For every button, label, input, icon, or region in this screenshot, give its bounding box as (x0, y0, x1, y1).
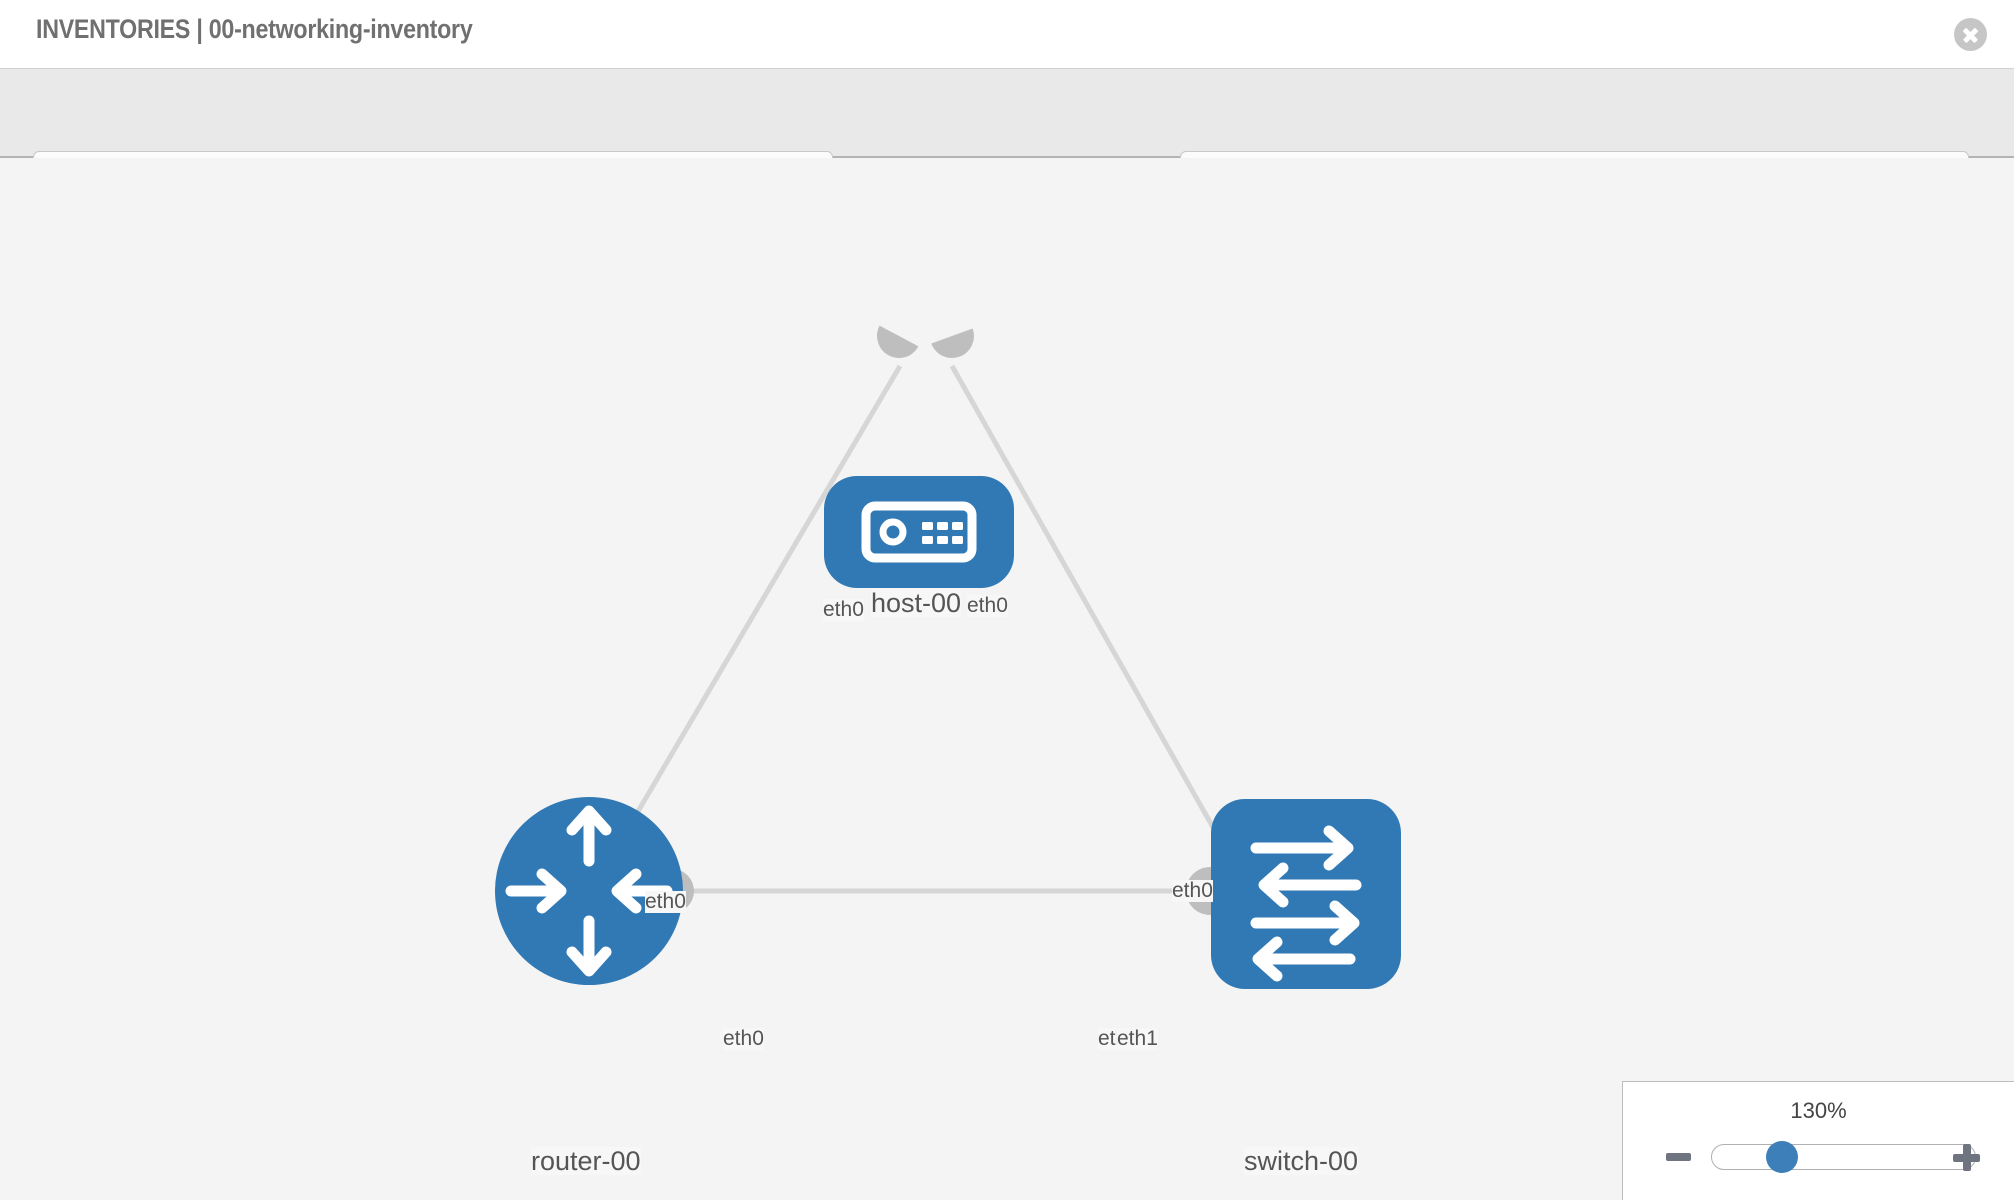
zoom-control-panel: 130% (1622, 1081, 2014, 1200)
interface-label-router-up: eth0 (645, 890, 686, 914)
zoom-slider-thumb[interactable] (1766, 1141, 1798, 1173)
node-host-00[interactable] (824, 476, 1014, 588)
toolbar: ACTIONS SEARCH (0, 68, 2014, 205)
interface-label-host-right: eth0 (967, 594, 1008, 618)
interface-label-switch-left-eth1: eth1 (1117, 1027, 1158, 1051)
server-icon (861, 501, 977, 563)
zoom-level-value: 130% (1790, 1098, 1847, 1123)
topology-graph (495, 325, 1401, 989)
router-icon (505, 805, 673, 977)
node-label-host-00: host-00 (871, 588, 962, 618)
interface-label-router-right: eth0 (723, 1027, 764, 1051)
node-label-router-00: router-00 (531, 1146, 641, 1176)
link-host-switch[interactable] (949, 364, 1239, 870)
switch-icon (1250, 825, 1362, 982)
interface-label-host-left: eth0 (823, 598, 864, 622)
zoom-out-button[interactable] (1666, 1153, 1691, 1161)
node-router-00[interactable] (495, 797, 683, 985)
node-label-switch-00: switch-00 (1244, 1146, 1359, 1176)
link-host-router[interactable] (597, 364, 903, 878)
topology-links (597, 364, 1239, 894)
node-switch-00[interactable] (1211, 799, 1401, 989)
page-header: INVENTORIES | 00-networking-inventory (0, 0, 2014, 68)
zoom-slider-track[interactable] (1711, 1144, 1976, 1170)
connector-host-right[interactable] (931, 328, 980, 364)
page-title: INVENTORIES | 00-networking-inventory (36, 14, 473, 44)
connector-host-left[interactable] (869, 325, 919, 366)
topology-canvas[interactable]: eth0 eth0 eth0 eth0 eth0 eth0 eth1 host-… (0, 158, 2014, 1200)
interface-label-switch-up: eth0 (1172, 879, 1213, 903)
topology-connectors (672, 325, 1260, 915)
zoom-in-button[interactable] (1953, 1144, 1980, 1171)
close-icon[interactable] (1954, 18, 1987, 51)
